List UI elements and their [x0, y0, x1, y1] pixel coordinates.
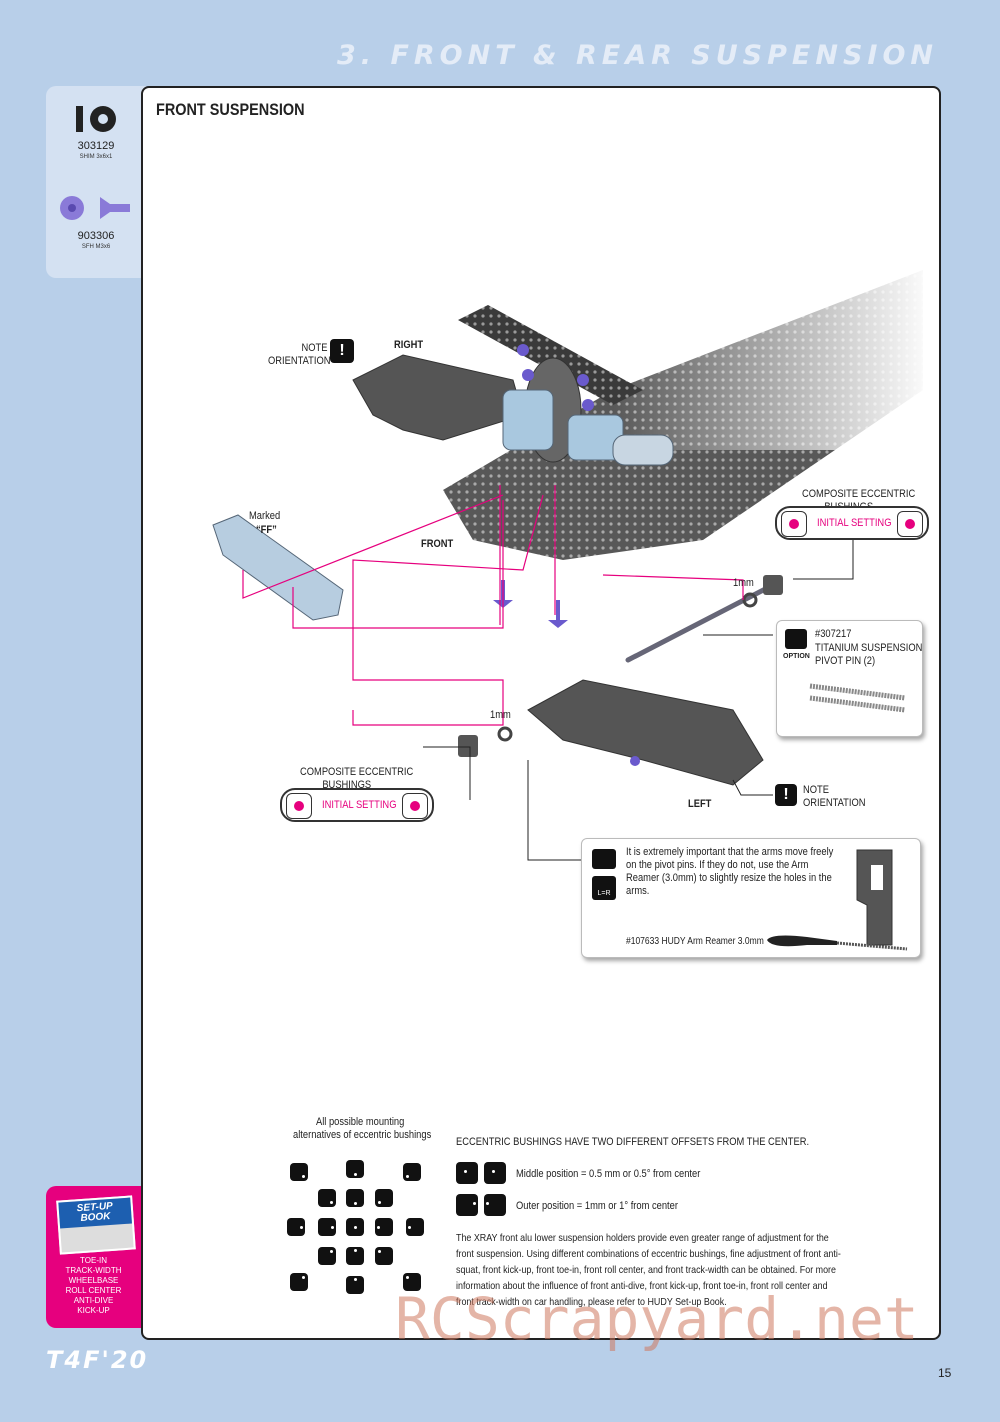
- outer-position-icon: [456, 1194, 512, 1218]
- warning-icon: !: [775, 784, 797, 806]
- option-callout: OPTION #307217 TITANIUM SUSPENSION PIVOT…: [776, 620, 923, 737]
- option-name: TITANIUM SUSPENSION PIVOT PIN (2): [815, 642, 923, 667]
- outer-position-text: Outer position = 1mm or 1° from center: [516, 1200, 678, 1212]
- watermark: RCScrapyard.net: [395, 1285, 919, 1353]
- tool-label: #107633 HUDY Arm Reamer 3.0mm: [626, 936, 764, 947]
- setup-book-item: WHEELBASE: [68, 1276, 119, 1285]
- setup-book-item: TRACK-WIDTH: [65, 1266, 122, 1275]
- setup-book-item: ROLL CENTER: [65, 1286, 122, 1295]
- eccentric-paragraph: The XRAY front alu lower suspension hold…: [456, 1232, 841, 1308]
- setup-book-item: TOE-IN: [80, 1256, 107, 1265]
- eccentric-heading: ECCENTRIC BUSHINGS HAVE TWO DIFFERENT OF…: [456, 1136, 810, 1148]
- mm-upper-label: 1mm: [733, 577, 754, 589]
- part-desc-1: SHIM 3x6x1: [79, 154, 113, 160]
- pivot-pin-icon: [809, 683, 906, 713]
- part-code-2: 903306: [77, 230, 115, 242]
- part-desc-2: SFH M3x6: [81, 244, 111, 250]
- screw-icon: [60, 196, 130, 220]
- bushing-upper-diagram: INITIAL SETTING: [775, 506, 929, 540]
- left-label: LEFT: [688, 798, 712, 810]
- part-code-1: 303129: [77, 140, 115, 152]
- mm-lower-label: 1mm: [490, 709, 511, 721]
- note-orientation-bottom-label: NOTE ORIENTATION: [803, 784, 866, 809]
- setup-book-icon: SET-UP BOOK: [56, 1195, 136, 1255]
- suspension-assembly-illustration: [212, 250, 933, 861]
- bushing-lower-diagram: INITIAL SETTING: [280, 788, 434, 822]
- bushings-upper-setting: INITIAL SETTING: [817, 517, 892, 529]
- shim-icon: [76, 106, 116, 132]
- eccentric-alternatives-grid: [285, 1158, 435, 1308]
- reamer-icon: [592, 849, 616, 869]
- middle-position-text: Middle position = 0.5 mm or 0.5° from ce…: [516, 1168, 701, 1180]
- front-label: FRONT: [421, 538, 454, 550]
- setup-book-item: ANTI-DIVE: [73, 1296, 114, 1305]
- eccentric-caption: All possible mounting alternatives of ec…: [293, 1116, 432, 1141]
- middle-position-icon: [456, 1162, 508, 1186]
- option-code: #307217: [815, 628, 852, 640]
- thumbs-up-icon: [785, 629, 807, 649]
- tip-callout: L=R It is extremely important that the a…: [581, 838, 921, 958]
- section-title: 3. FRONT & REAR SUSPENSION: [337, 40, 938, 71]
- bushings-lower-setting: INITIAL SETTING: [322, 799, 397, 811]
- setup-book-badge: SET-UP BOOK: [58, 1197, 132, 1229]
- right-label: RIGHT: [394, 339, 424, 351]
- arm-reamer-illustration: [767, 849, 908, 951]
- setup-book-item: KICK-UP: [77, 1306, 110, 1315]
- marked-label: Marked: [249, 510, 281, 522]
- option-badge: OPTION: [783, 653, 810, 660]
- model-logo: T4F'20: [46, 1346, 149, 1374]
- warning-icon: !: [330, 339, 354, 363]
- ff-label: “FF”: [256, 524, 277, 536]
- page-number: 15: [938, 1366, 952, 1380]
- page-title: FRONT SUSPENSION: [156, 100, 305, 119]
- lr-badge: L=R: [592, 876, 616, 900]
- note-orientation-top-label: NOTE ORIENTATION: [268, 342, 331, 367]
- bushings-upper-title: COMPOSITE ECCENTRIC BUSHINGS: [802, 488, 916, 513]
- tip-text: It is extremely important that the arms …: [626, 846, 834, 897]
